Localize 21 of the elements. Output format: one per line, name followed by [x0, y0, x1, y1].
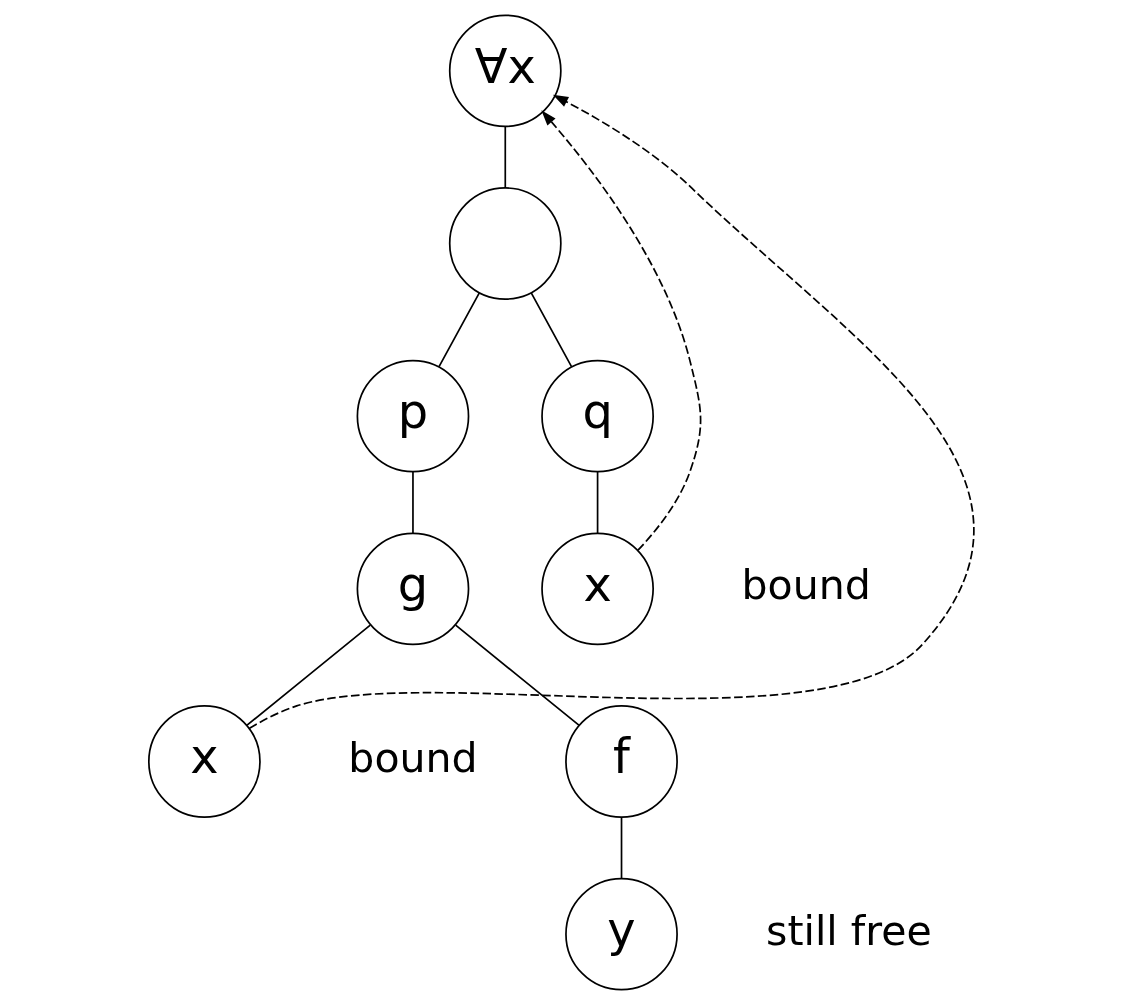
arrow [541, 110, 702, 551]
connector [620, 816, 623, 880]
connector [504, 125, 507, 189]
node-circle: y [565, 877, 678, 991]
connector [454, 624, 580, 727]
node-circle [448, 187, 562, 300]
node-circle: f [565, 705, 678, 818]
node-circle: q [541, 359, 654, 473]
node-circle: x [541, 532, 654, 646]
connector [438, 291, 481, 368]
node-label: bound [348, 734, 478, 783]
node-circle: x [148, 705, 261, 818]
connector [412, 471, 414, 534]
connector [246, 624, 372, 727]
node-circle: p [356, 359, 470, 473]
connector [596, 471, 599, 534]
arrow [248, 94, 975, 730]
node-label: still free [766, 906, 932, 955]
connector [530, 291, 573, 368]
node-circle: g [356, 532, 470, 646]
node-label: bound [741, 561, 871, 610]
